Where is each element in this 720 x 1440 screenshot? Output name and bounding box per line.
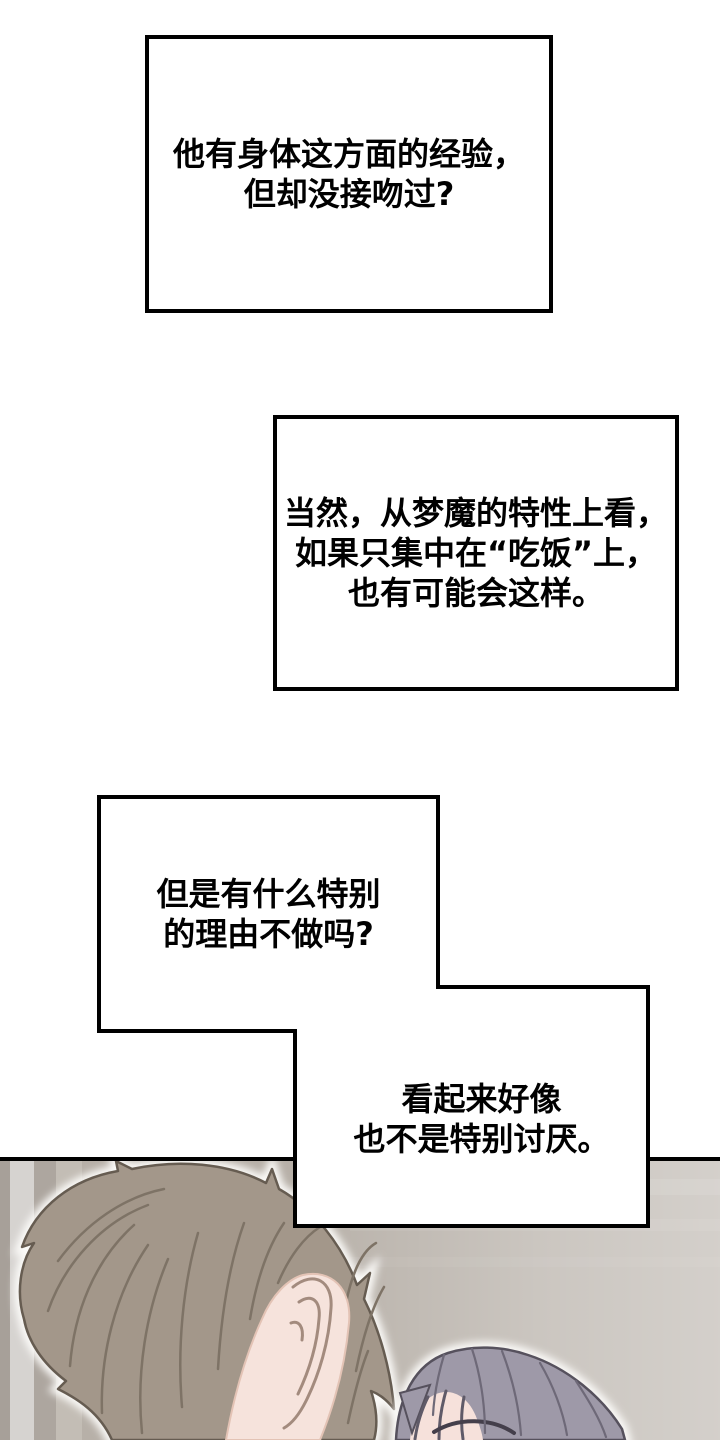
- thought-box-2: 当然，从梦魔的特性上看， 如果只集中在“吃饭”上， 也有可能会这样。: [273, 415, 679, 691]
- border-merge-patch: [293, 985, 436, 1029]
- bubble-text-group: 看起来好像 也不是特别讨厌。: [353, 1079, 609, 1159]
- bubble-line: 他有身体这方面的经验，: [172, 135, 525, 173]
- wall-band: [350, 1257, 720, 1267]
- bubble-line: 如果只集中在“吃饭”上，: [294, 534, 658, 572]
- character2-hair-strands: [431, 1347, 608, 1439]
- bubble-line: 但是有什么特别: [156, 875, 381, 913]
- glasses-icon: [432, 1419, 516, 1435]
- bubble-line: 但却没接吻过?: [243, 175, 455, 213]
- bubble-line: 也不是特别讨厌。: [353, 1119, 610, 1158]
- character2-bangs: [413, 1389, 466, 1440]
- character2-skin: [410, 1391, 483, 1440]
- bubble-line: 看起来好像: [401, 1079, 562, 1118]
- bubble-line: 也有可能会这样。: [347, 574, 604, 612]
- bubble-line: 的理由不做吗?: [163, 915, 374, 953]
- character2-hair-lock: [398, 1383, 432, 1437]
- character1-hair-strands: [46, 1187, 386, 1435]
- thought-box-1: 他有身体这方面的经验， 但却没接吻过?: [145, 35, 553, 313]
- bubble-line: 当然，从梦魔的特性上看，: [283, 494, 668, 532]
- character1-ear: [282, 1277, 333, 1430]
